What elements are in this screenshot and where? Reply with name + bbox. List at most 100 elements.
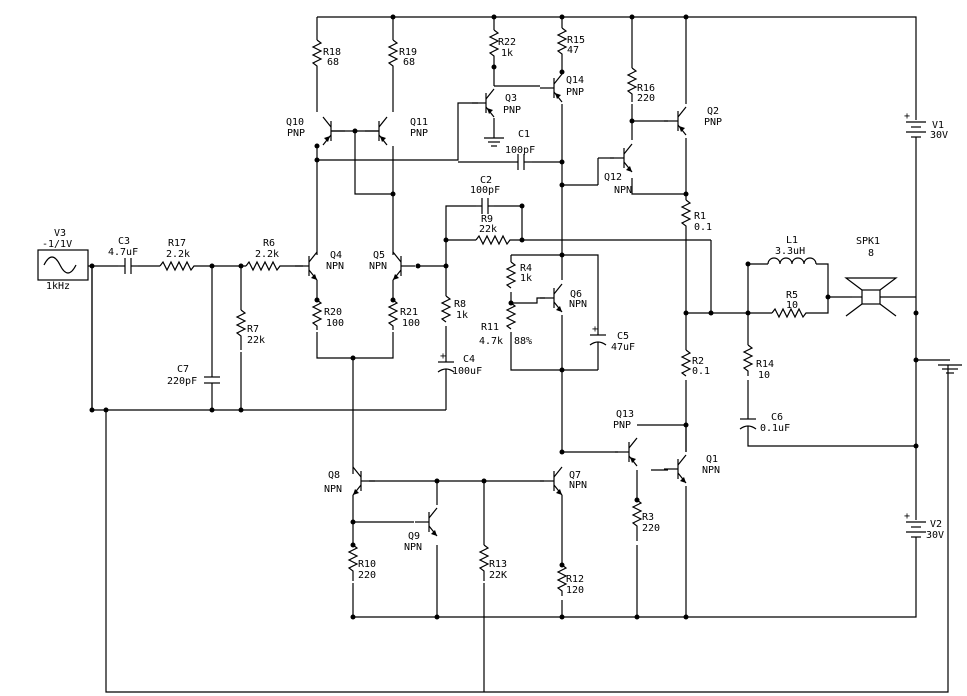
speaker-icon	[844, 277, 898, 317]
r7-resistor	[235, 309, 247, 350]
r22-value: 1k	[501, 48, 513, 59]
r16-resistor	[626, 67, 638, 102]
v2-name: V2	[930, 519, 942, 530]
r9-resistor	[475, 234, 522, 246]
q7-type: NPN	[569, 480, 587, 491]
q8-transistor	[352, 466, 376, 496]
v1-name: V1	[932, 120, 944, 131]
q5-type: NPN	[369, 261, 387, 272]
q11-name: Q11	[410, 117, 428, 128]
r22-resistor	[488, 29, 500, 62]
v3-extra: 1kHz	[46, 281, 70, 292]
r7-name: R7	[247, 324, 259, 335]
q12-transistor	[609, 143, 633, 173]
r4-name: R4	[520, 263, 532, 274]
r2-value: 0.1	[692, 366, 710, 377]
q12-type: NPN	[614, 185, 632, 196]
q3-name: Q3	[505, 93, 517, 104]
r1-value: 0.1	[694, 222, 712, 233]
r12-resistor	[556, 564, 568, 596]
c7-capacitor	[204, 372, 220, 388]
r21-value: 100	[402, 318, 420, 329]
r13-value: 22K	[489, 570, 507, 581]
r15-name: R15	[567, 35, 585, 46]
r3-resistor	[631, 499, 643, 541]
r16-name: R16	[637, 83, 655, 94]
component-labels: R18 68 R19 68 R22 1k R15 47 R16 220 R1 0…	[42, 35, 948, 596]
svg-text:+: +	[440, 351, 446, 362]
r6-name: R6	[263, 238, 275, 249]
r5-value: 10	[786, 300, 798, 311]
q9-name: Q9	[408, 531, 420, 542]
v3-value: -1/1V	[42, 239, 72, 250]
q7-name: Q7	[569, 470, 581, 481]
r11-resistor	[505, 302, 517, 330]
v2-battery-icon: +	[904, 511, 926, 545]
r3-value: 220	[642, 523, 660, 534]
l1-value: 3.3uH	[775, 246, 805, 257]
c6-name: C6	[771, 412, 783, 423]
r19-resistor	[387, 39, 399, 70]
c3-name: C3	[118, 236, 130, 247]
r5-resistor	[771, 307, 812, 319]
r18-resistor	[311, 39, 323, 70]
r19-name: R19	[399, 47, 417, 58]
c1-name: C1	[518, 129, 530, 140]
q3-transistor	[471, 88, 495, 118]
q4-type: NPN	[326, 261, 344, 272]
r5-name: R5	[786, 290, 798, 301]
l1-inductor	[767, 257, 817, 265]
c1-capacitor	[510, 154, 532, 170]
r6-value: 2.2k	[255, 249, 279, 260]
r6-resistor	[245, 260, 286, 272]
c3-value: 4.7uF	[108, 247, 138, 258]
r4-resistor	[505, 261, 517, 289]
r14-resistor	[742, 344, 754, 376]
q9-type: NPN	[404, 542, 422, 553]
c3-capacitor	[118, 258, 138, 274]
r22-name: R22	[498, 37, 516, 48]
q6-name: Q6	[570, 289, 582, 300]
r1-name: R1	[694, 211, 706, 222]
c4-capacitor: +	[437, 351, 455, 378]
spk1-value: 8	[868, 248, 874, 259]
r2-name: R2	[692, 356, 704, 367]
wiring	[91, 16, 950, 693]
r10-resistor	[347, 544, 359, 581]
q6-transistor	[539, 283, 563, 313]
r8-value: 1k	[456, 310, 468, 321]
r1-resistor	[680, 199, 692, 240]
r9-name: R9	[481, 214, 493, 225]
q4-name: Q4	[330, 250, 342, 261]
r21-name: R21	[400, 307, 418, 318]
c4-value: 100uF	[452, 366, 482, 377]
q13-type: PNP	[613, 420, 631, 431]
q4-transistor	[294, 251, 318, 281]
r7-value: 22k	[247, 335, 265, 346]
l1-name: L1	[786, 235, 798, 246]
c6-capacitor	[739, 412, 757, 436]
q14-name: Q14	[566, 75, 584, 86]
c6-value: 0.1uF	[760, 423, 790, 434]
component-symbols: + + + +	[37, 27, 962, 596]
q12-name: Q12	[604, 172, 622, 183]
r4-value: 1k	[520, 273, 532, 284]
r21-resistor	[387, 299, 399, 330]
v3-name: V3	[54, 228, 66, 239]
q1-name: Q1	[706, 454, 718, 465]
svg-text:+: +	[904, 111, 910, 122]
q1-type: NPN	[702, 465, 720, 476]
r18-name: R18	[323, 47, 341, 58]
r11-value: 4.7k	[479, 336, 503, 347]
r15-resistor	[556, 27, 568, 58]
q2-transistor	[663, 106, 687, 136]
r14-value: 10	[758, 370, 770, 381]
ground-icon	[938, 364, 962, 374]
r2-resistor	[680, 349, 692, 377]
r16-value: 220	[637, 93, 655, 104]
r12-name: R12	[566, 574, 584, 585]
v1-battery-icon: +	[904, 111, 926, 145]
q2-type: PNP	[704, 117, 722, 128]
r19-value: 68	[403, 57, 415, 68]
c5-value: 47uF	[611, 342, 635, 353]
